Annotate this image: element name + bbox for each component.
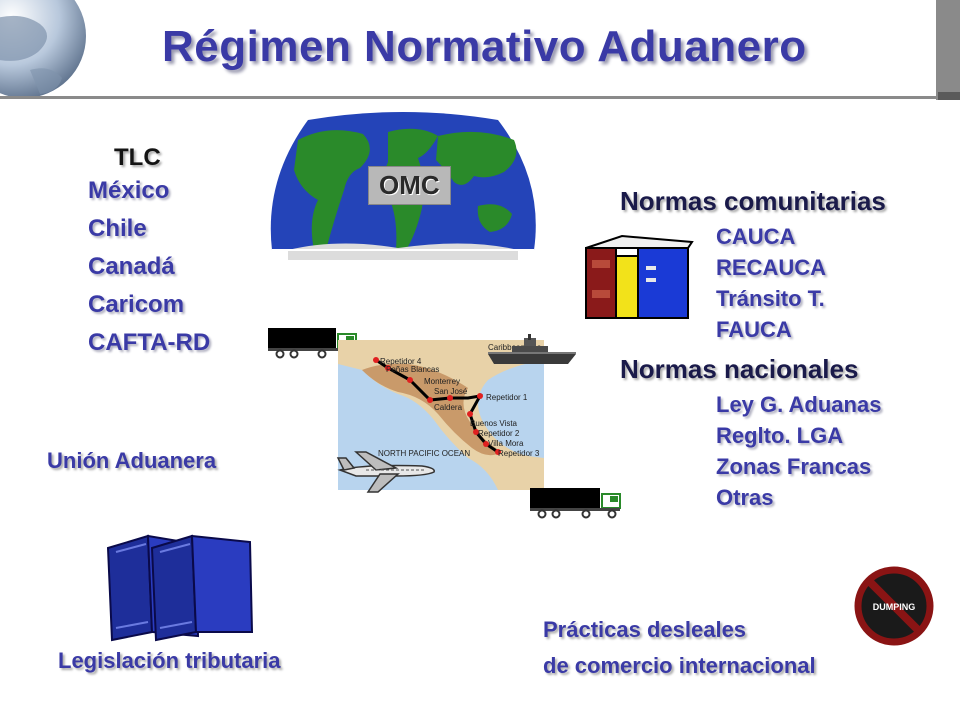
map-label: Monterrey xyxy=(424,377,460,386)
airplane-icon xyxy=(336,451,435,493)
tlc-item: CAFTA-RD xyxy=(88,329,211,356)
practicas-desleales-text: Prácticas desleales de comercio internac… xyxy=(543,612,816,684)
tlc-list: TLC México Chile Canadá Caricom CAFTA-RD xyxy=(88,144,210,362)
globe-corner-icon xyxy=(0,0,86,96)
normas-nacionales-section: Normas nacionales Ley G. Aduanas Reglto.… xyxy=(620,354,881,513)
map-label: Villa Mora xyxy=(488,439,524,448)
map-label: Peñas Blancas xyxy=(386,365,439,374)
map-label: Repetidor 2 xyxy=(478,429,520,438)
tlc-item: México xyxy=(88,177,170,204)
norma-comunitaria-item: FAUCA xyxy=(716,317,792,342)
tlc-item: Caricom xyxy=(88,291,185,318)
page-title: Régimen Normativo Aduanero xyxy=(162,22,807,71)
map-label: Caldera xyxy=(434,403,463,412)
norma-nacional-item: Reglto. LGA xyxy=(716,423,844,448)
legislacion-tributaria-label: Legislación tributaria xyxy=(58,648,281,673)
norma-nacional-item: Ley G. Aduanas xyxy=(716,392,882,417)
normas-comunitarias-heading: Normas comunitarias xyxy=(620,186,886,216)
norma-comunitaria-item: RECAUCA xyxy=(716,255,826,280)
dumping-sign-text: DUMPING xyxy=(873,602,916,612)
practicas-line-1: Prácticas desleales xyxy=(543,617,747,642)
norma-comunitaria-item: Tránsito T. xyxy=(716,286,825,311)
tlc-item: Canadá xyxy=(88,253,175,280)
no-dumping-icon: DUMPING xyxy=(854,566,934,646)
map-label: San José xyxy=(434,387,468,396)
omc-label: OMC xyxy=(368,166,451,205)
normas-comunitarias-section: Normas comunitarias CAUCA RECAUCA Tránsi… xyxy=(620,186,886,345)
blue-books-icon xyxy=(106,534,254,642)
map-label: Buenos Vista xyxy=(470,419,518,428)
union-aduanera-label: Unión Aduanera xyxy=(47,448,217,473)
norma-nacional-item: Zonas Francas xyxy=(716,454,872,479)
map-label: Repetidor 1 xyxy=(486,393,528,402)
map-label: Repetidor 3 xyxy=(498,449,540,458)
norma-comunitaria-item: CAUCA xyxy=(716,224,796,249)
tlc-item: Chile xyxy=(88,215,147,242)
normas-nacionales-heading: Normas nacionales xyxy=(620,354,859,384)
corner-bar-shadow xyxy=(938,92,960,100)
tlc-heading: TLC xyxy=(114,144,161,171)
ship-icon xyxy=(488,334,576,364)
norma-nacional-item: Otras xyxy=(716,485,774,510)
books-icon xyxy=(585,234,694,319)
truck-icon xyxy=(530,488,621,519)
title-underline xyxy=(0,96,960,99)
map-label: Repetidor 4 xyxy=(380,357,422,366)
map-label: NORTH PACIFIC OCEAN xyxy=(378,449,470,458)
corner-bar xyxy=(936,0,960,100)
practicas-line-2: de comercio internacional xyxy=(543,653,816,678)
